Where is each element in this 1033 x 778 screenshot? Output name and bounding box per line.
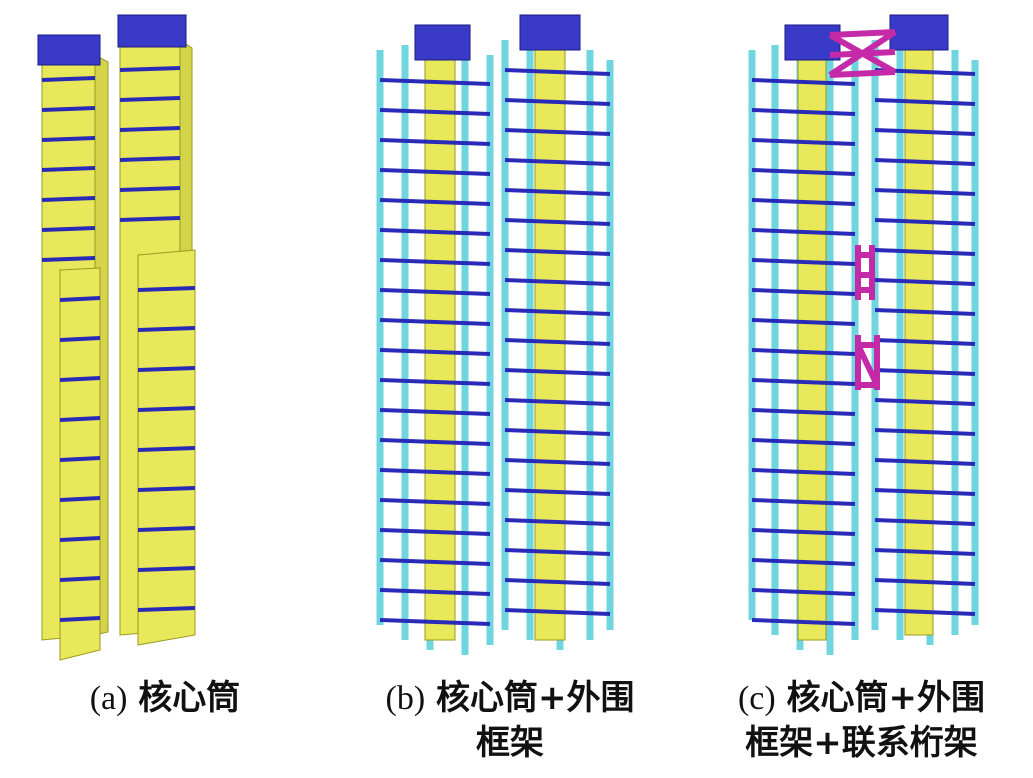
panel-c-core-tube-frame-truss: (c) 核心筒+外围 框架+联系桁架: [690, 0, 1033, 778]
floor-beams: [379, 68, 611, 626]
caption-text-line2: 框架: [476, 723, 544, 763]
panel-b-core-tube-frame: (b) 核心筒+外围 框架: [330, 0, 690, 778]
core-tube-frame-truss-model: [748, 14, 979, 655]
caption-c: (c) 核心筒+外围 框架+联系桁架: [690, 676, 1033, 765]
left-tower-core: [37, 34, 109, 661]
caption-text-line2: 框架+联系桁架: [745, 723, 978, 763]
roof-equipment: [117, 14, 187, 48]
caption-b: (b) 核心筒+外围 框架: [330, 676, 690, 765]
core-tube-model: [37, 14, 196, 661]
inner-cores: [784, 14, 949, 641]
caption-tag: (c): [737, 680, 776, 717]
caption-text-line1: 核心筒+外围: [435, 678, 635, 718]
floor-beams: [41, 66, 196, 622]
caption-a: (a) 核心筒: [0, 676, 330, 721]
truss-middle: [855, 245, 875, 300]
core-tube-frame-model: [376, 14, 614, 655]
connecting-trusses: [828, 29, 897, 390]
caption-text: 核心筒: [138, 678, 241, 718]
roof-equipment: [37, 34, 101, 66]
inner-cores: [414, 14, 581, 641]
caption-tag: (a): [89, 680, 128, 717]
caption-text-line1: 核心筒+外围: [786, 678, 986, 718]
truss-lower: [855, 335, 880, 390]
truss-top: [828, 29, 897, 78]
caption-tag: (b): [385, 680, 426, 717]
panel-a-core-tube: (a) 核心筒: [0, 0, 330, 778]
